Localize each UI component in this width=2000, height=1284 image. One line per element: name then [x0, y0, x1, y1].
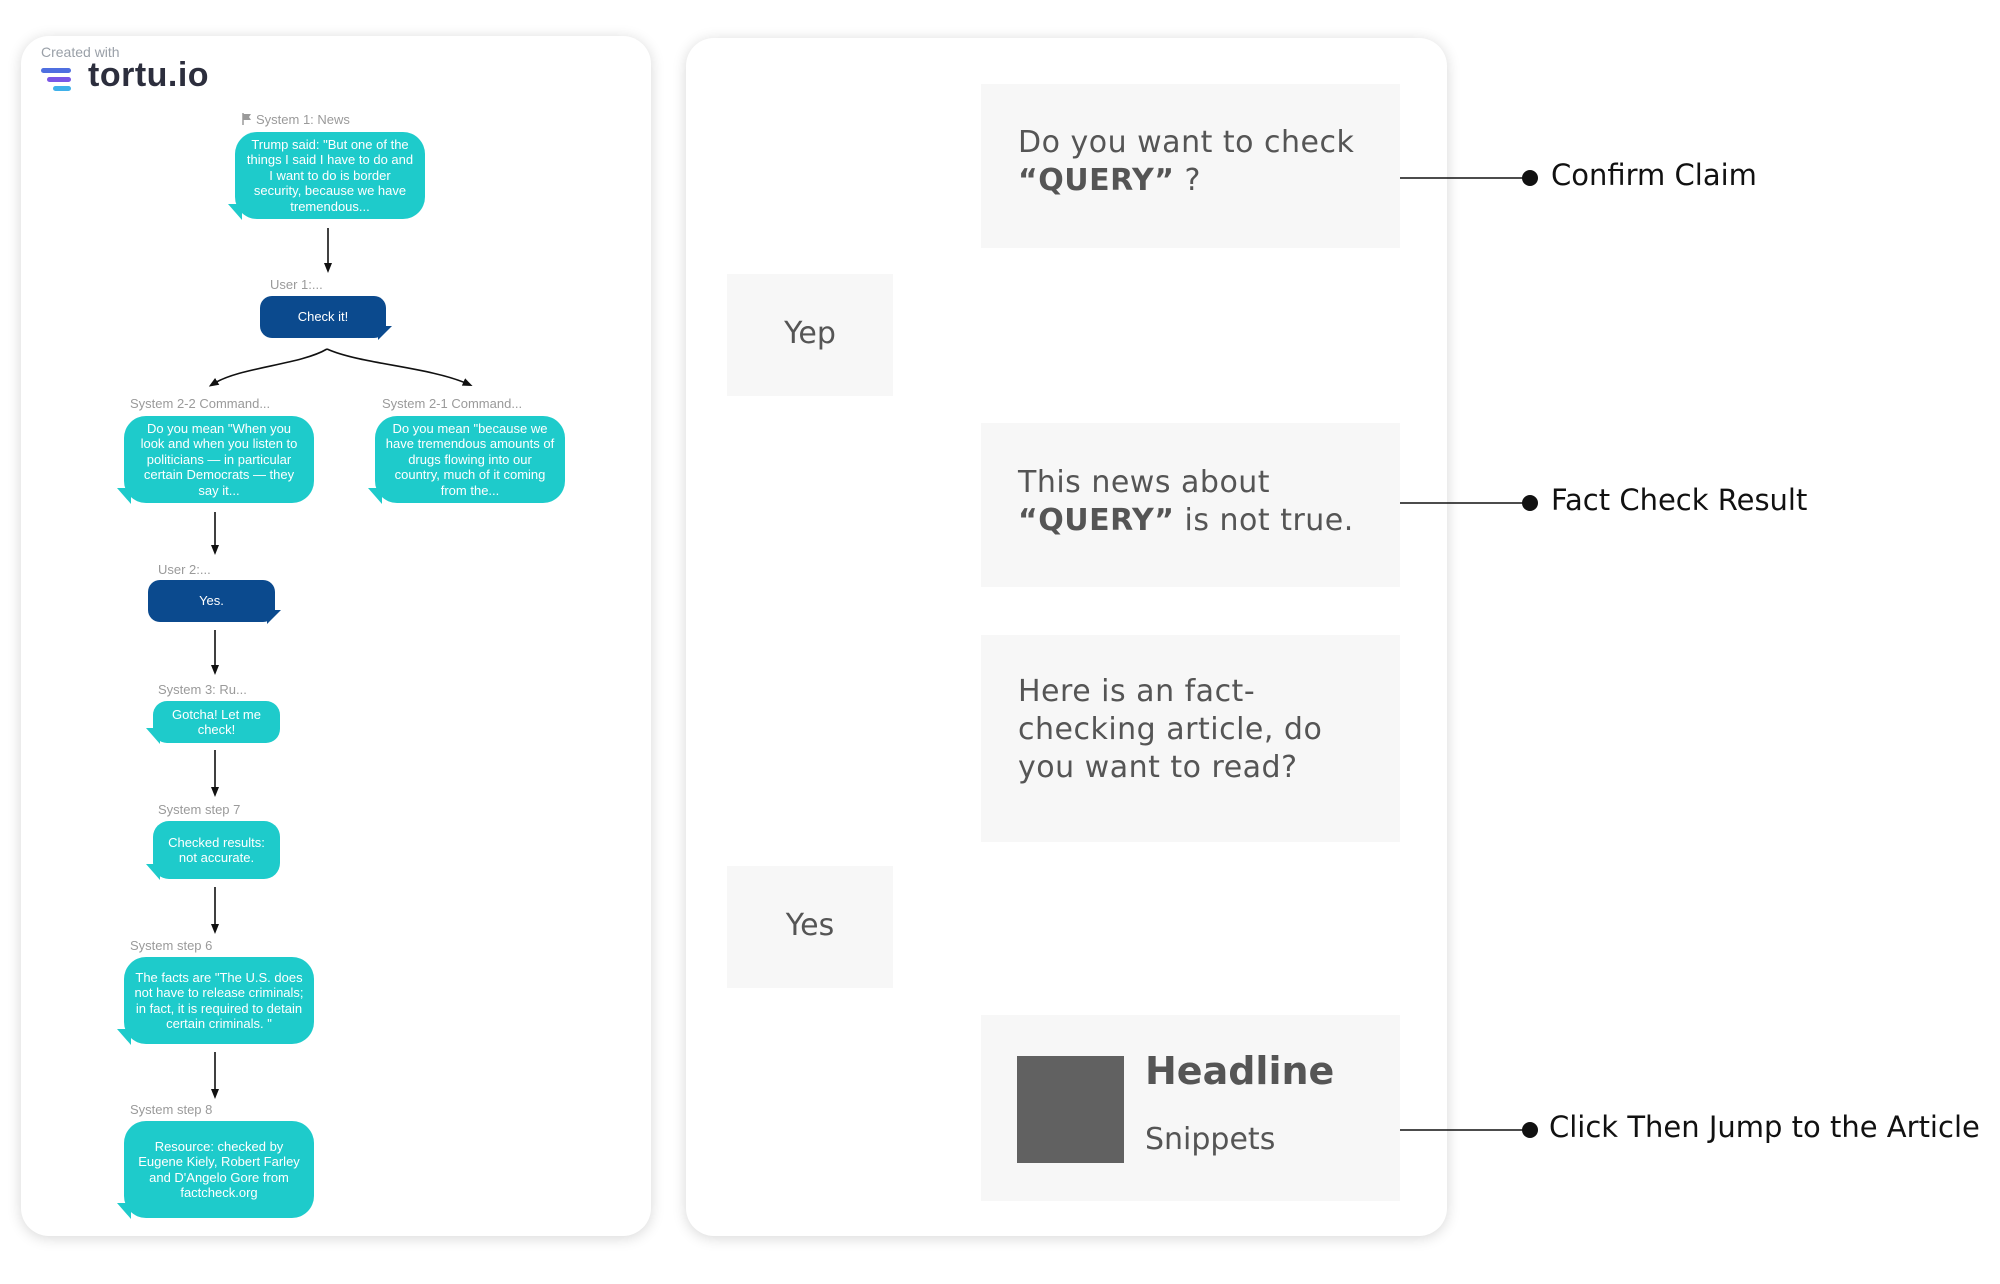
user-2-bubble[interactable]: Yes. — [148, 580, 281, 624]
arrow-user1-system2-2 — [208, 348, 328, 387]
bubble-tail — [368, 488, 382, 504]
bubble-text: Resource: checked by Eugene Kiely, Rober… — [138, 1138, 300, 1201]
node-label-system-3: System 3: Ru... — [158, 682, 247, 697]
bubble-tail — [117, 488, 131, 504]
tortu-logo-icon — [41, 68, 71, 91]
fact-check-result-text: This news about“QUERY” is not true. — [1018, 464, 1388, 540]
confirm-suffix: ? — [1174, 163, 1201, 198]
confirm-claim-text: Do you want to check“QUERY” ? — [1018, 124, 1378, 200]
node-label-system-7: System step 7 — [158, 802, 241, 817]
bubble-text: The facts are "The U.S. does not have to… — [134, 969, 304, 1032]
bubble-text: Gotcha! Let me check! — [172, 706, 261, 738]
bubble-text: Check it! — [297, 309, 349, 325]
reply-yep-text: Yep — [784, 316, 836, 351]
annot-dot-jump — [1522, 1122, 1538, 1138]
node-label-system-2-1: System 2-1 Command... — [382, 396, 523, 411]
system-3-bubble[interactable]: Gotcha! Let me check! — [146, 701, 280, 744]
system-1-bubble[interactable]: Trump said: "But one of the things I sai… — [228, 132, 425, 220]
node-label-system-2-2: System 2-2 Command... — [130, 396, 271, 411]
confirm-claim-message: Do you want to check“QUERY” ? — [981, 84, 1400, 248]
result-suffix: is not true. — [1174, 503, 1354, 538]
system-8-bubble[interactable]: Resource: checked by Eugene Kiely, Rober… — [117, 1121, 314, 1219]
confirm-prefix: Do you want to check — [1018, 125, 1355, 160]
bubble-text: Do you mean "When you look and when you … — [140, 420, 298, 498]
bubble-text: Yes. — [199, 593, 224, 609]
annot-dot-confirm — [1522, 170, 1538, 186]
confirm-query: “QUERY” — [1018, 163, 1175, 198]
node-label-user-2: User 2:... — [158, 562, 211, 577]
bubble-tail — [228, 204, 242, 220]
result-prefix: This news about — [1018, 465, 1271, 500]
reply-yes-text: Yes — [785, 908, 835, 943]
node-label-system-6: System step 6 — [130, 938, 213, 953]
node-label-system-1: System 1: News — [242, 112, 350, 127]
bubble-tail — [117, 1029, 131, 1045]
bubble-tail — [117, 1203, 131, 1219]
article-headline: Headline — [1145, 1049, 1335, 1093]
article-offer-text: Here is an fact-checking article, do you… — [1018, 674, 1323, 785]
created-with-label: Created with — [41, 44, 120, 60]
bubble-text: Trump said: "But one of the things I sai… — [246, 136, 414, 214]
system-2-1-bubble[interactable]: Do you mean "because we have tremendous … — [368, 416, 565, 504]
bubble-tail — [378, 326, 392, 340]
result-query: “QUERY” — [1018, 503, 1175, 538]
bubble-text: Do you mean "because we have tremendous … — [385, 420, 555, 498]
bubble-tail — [146, 864, 160, 880]
system-6-bubble[interactable]: The facts are "The U.S. does not have to… — [117, 957, 314, 1045]
annotation-confirm-claim: Confirm Claim — [1551, 158, 1757, 192]
reply-yes[interactable]: Yes — [727, 866, 893, 988]
node-label-text: System 1: News — [256, 112, 350, 127]
bubble-text: Checked results: not accurate. — [168, 834, 265, 866]
system-2-2-bubble[interactable]: Do you mean "When you look and when you … — [117, 416, 314, 504]
bubble-tail — [146, 728, 160, 744]
annot-dot-result — [1522, 495, 1538, 511]
reply-yep[interactable]: Yep — [727, 274, 893, 396]
article-offer-message: Here is an fact-checking article, do you… — [981, 635, 1400, 842]
article-thumbnail — [1017, 1056, 1124, 1163]
node-label-user-1: User 1:... — [270, 277, 323, 292]
annotation-fact-check-result: Fact Check Result — [1551, 483, 1808, 517]
user-1-bubble[interactable]: Check it! — [260, 296, 392, 340]
flag-icon — [242, 113, 251, 125]
tortu-logo-text: tortu.io — [88, 56, 210, 94]
article-card[interactable]: Headline Snippets — [981, 1015, 1400, 1201]
system-7-bubble[interactable]: Checked results: not accurate. — [146, 821, 280, 880]
fact-check-result-message: This news about“QUERY” is not true. — [981, 423, 1400, 587]
arrow-user1-system2-1 — [326, 348, 473, 387]
bubble-tail — [267, 610, 281, 624]
node-label-system-8: System step 8 — [130, 1102, 213, 1117]
annotation-click-jump: Click Then Jump to the Article — [1549, 1110, 1980, 1144]
article-snippets: Snippets — [1145, 1122, 1276, 1157]
